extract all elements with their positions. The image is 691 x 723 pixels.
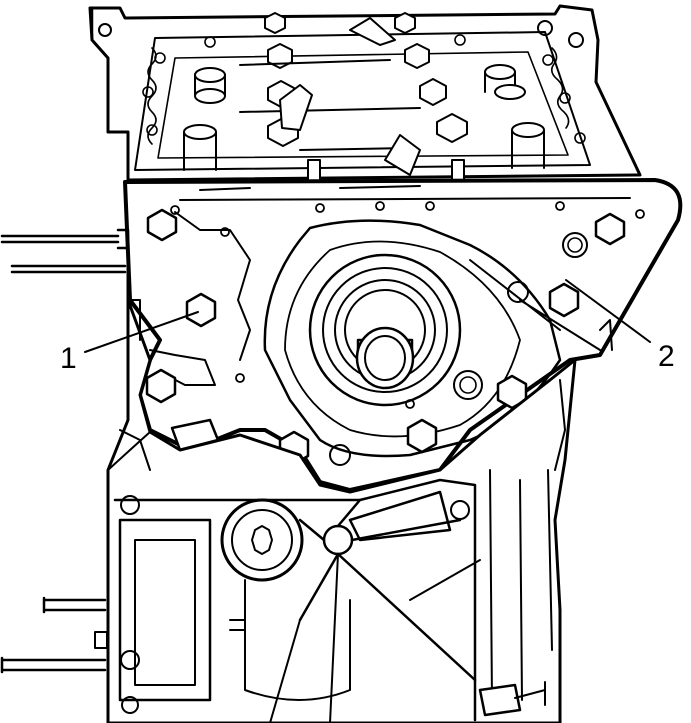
callout-leaders [84,279,651,353]
callout-label-2: 2 [658,340,675,373]
leader-line-2 [565,279,651,343]
top-face-bolts [264,12,468,147]
lower-crankcase [106,243,577,723]
bore-sleeves [183,64,545,171]
upper-block-top-face [88,4,642,191]
callout-label-1: 1 [60,342,77,375]
leader-line-1 [84,311,199,353]
left-studs [0,228,130,674]
crankshaft-seal [308,253,462,407]
